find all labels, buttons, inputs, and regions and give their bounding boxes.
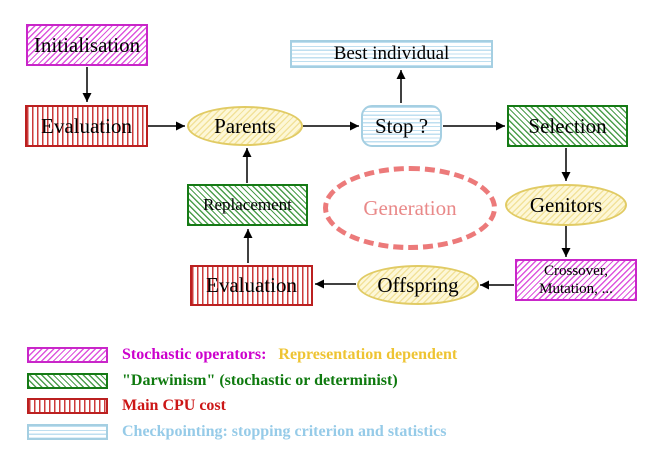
node-offspring-label: Offspring <box>377 272 459 297</box>
legend-row-stochastic-operators: Stochastic operators: Representation dep… <box>27 346 457 364</box>
legend-swatch-green-hatch <box>27 373 108 389</box>
node-replacement: Replacement <box>187 184 308 226</box>
node-genitors-label: Genitors <box>529 192 603 217</box>
node-best-individual: Best individual <box>290 40 493 68</box>
node-replacement-label: Replacement <box>203 195 292 214</box>
legend-swatch-magenta-hatch <box>27 347 108 363</box>
node-initialisation-label: Initialisation <box>33 32 141 57</box>
legend-row-checkpointing: Checkpointing: stopping criterion and st… <box>27 423 446 441</box>
node-stop-label: Stop ? <box>374 113 429 138</box>
node-crossover-mutation: Crossover, Mutation, ... <box>515 259 637 301</box>
node-crossover-line1: Crossover, <box>544 262 608 279</box>
node-offspring: Offspring <box>357 265 479 305</box>
node-genitors: Genitors <box>505 184 627 226</box>
legend-swatch-cyan-stripes <box>27 424 108 440</box>
node-generation-label: Generation <box>363 195 457 220</box>
node-initialisation: Initialisation <box>26 24 148 66</box>
node-generation-cycle: Generation <box>323 166 497 250</box>
node-evaluation-bottom-label: Evaluation <box>206 273 297 297</box>
legend-swatch-red-stripes <box>27 398 108 414</box>
node-evaluation-top: Evaluation <box>25 105 148 147</box>
node-parents-label: Parents <box>214 113 276 138</box>
node-selection: Selection <box>507 105 628 147</box>
legend-text-representation-dependent: Representation dependent <box>278 346 458 363</box>
node-crossover-line2: Mutation, ... <box>539 281 613 297</box>
node-parents: Parents <box>187 106 303 146</box>
legend-row-main-cpu-cost: Main CPU cost <box>27 397 226 415</box>
legend-text-checkpointing: Checkpointing: stopping criterion and st… <box>122 423 447 440</box>
legend-row-darwinism: "Darwinism" (stochastic or determinist) <box>27 372 398 390</box>
node-stop: Stop ? <box>361 105 442 147</box>
legend-text-stochastic-operators: Stochastic operators: <box>122 346 267 363</box>
legend-text-main-cpu-cost: Main CPU cost <box>122 397 226 414</box>
node-evaluation-top-label: Evaluation <box>41 113 132 138</box>
node-evaluation-bottom: Evaluation <box>190 265 313 306</box>
node-selection-label: Selection <box>528 113 607 138</box>
legend-text-darwinism: "Darwinism" (stochastic or determinist) <box>122 372 398 389</box>
node-best-individual-label: Best individual <box>333 43 450 64</box>
